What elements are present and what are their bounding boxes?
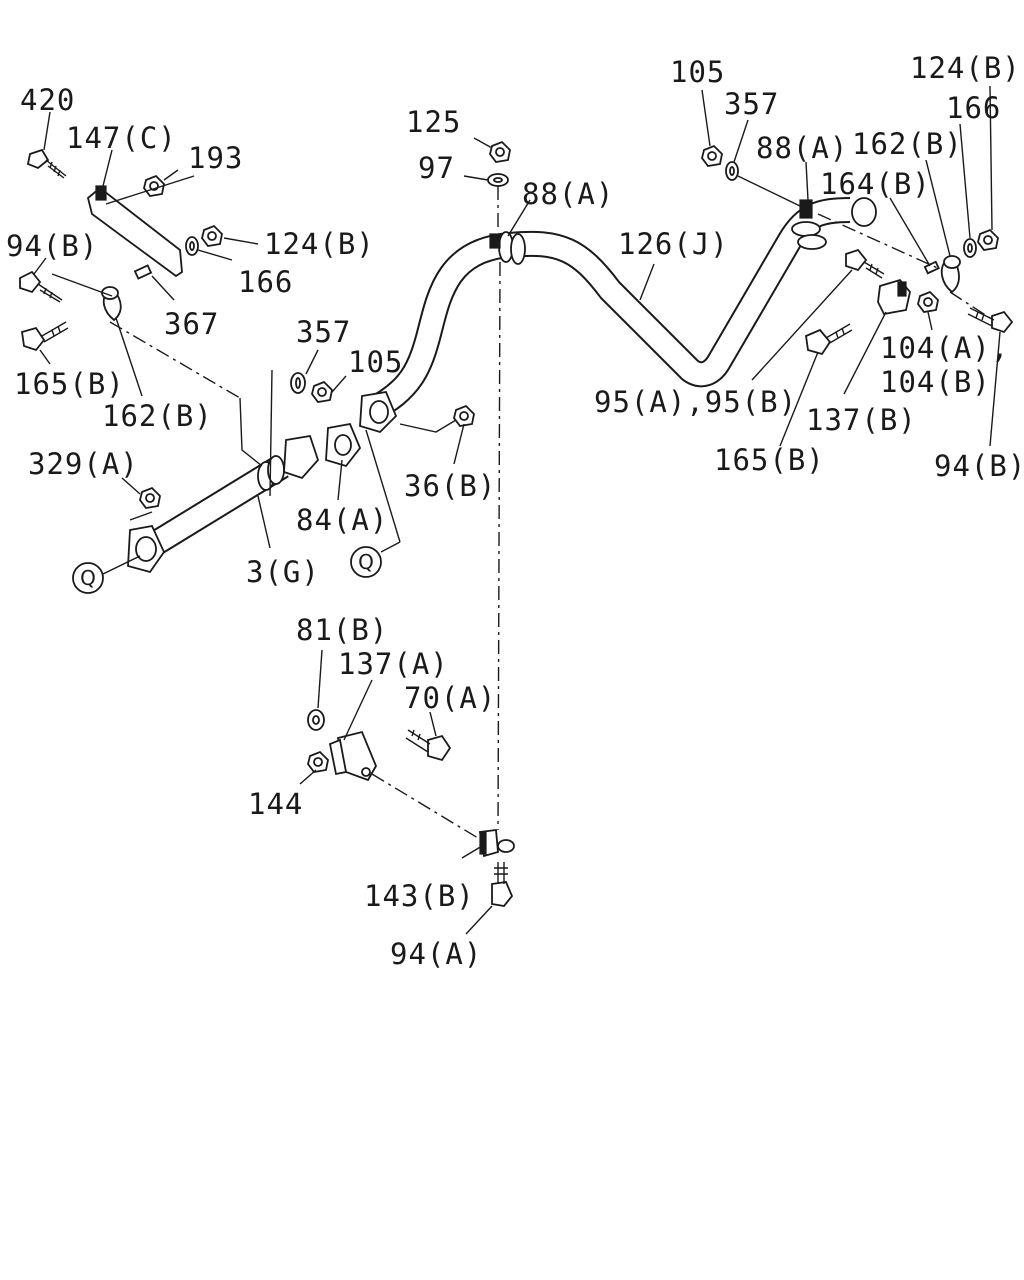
label-357-mid: 357 xyxy=(296,315,351,349)
label-70a: 70(A) xyxy=(404,681,496,715)
label-104a: 104(A), xyxy=(880,331,1009,365)
bolt-94b-right xyxy=(967,307,1014,334)
label-105-mid: 105 xyxy=(348,345,403,379)
label-81b: 81(B) xyxy=(296,613,388,647)
label-166-left: 166 xyxy=(238,265,293,299)
label-88a-mid: 88(A) xyxy=(522,177,614,211)
bracket-137b xyxy=(877,278,911,316)
nut-104 xyxy=(917,290,939,313)
label-36b: 36(B) xyxy=(404,469,496,503)
label-84a: 84(A) xyxy=(296,503,388,537)
hanger-162b-left xyxy=(101,286,122,322)
label-124b-right: 124(B) xyxy=(910,51,1021,85)
pin-367 xyxy=(133,264,153,280)
washer-81b xyxy=(307,709,325,731)
connector-q-right: Q xyxy=(350,541,401,578)
label-97: 97 xyxy=(418,151,455,185)
label-162b-left: 162(B) xyxy=(102,399,213,433)
pipe-3g xyxy=(127,434,320,574)
label-166-right: 166 xyxy=(946,91,1001,125)
label-143b: 143(B) xyxy=(364,879,475,913)
part-labels: 420 147(C) 193 124(B) 166 94(B) 367 165(… xyxy=(6,51,1024,971)
label-137b: 137(B) xyxy=(806,403,917,437)
bolt-420 xyxy=(26,148,67,179)
label-95a-95b: 95(A),95(B) xyxy=(594,385,797,419)
label-105-right: 105 xyxy=(670,55,725,89)
hanger-162b-right xyxy=(940,255,961,294)
nut-124b-left xyxy=(185,224,223,256)
nut-329a xyxy=(139,486,161,509)
nut-125 xyxy=(489,140,511,163)
label-3g: 3(G) xyxy=(246,555,320,589)
label-357-right: 357 xyxy=(724,87,779,121)
pin-164b xyxy=(923,260,940,275)
label-124b-left: 124(B) xyxy=(264,227,375,261)
nut-144 xyxy=(307,750,329,773)
label-88a-right: 88(A) xyxy=(756,131,848,165)
nut-105-mid xyxy=(311,380,333,403)
label-420: 420 xyxy=(20,83,75,117)
svg-text:Q: Q xyxy=(358,550,374,574)
assembly-chain-lines xyxy=(109,186,991,839)
washer-357-right xyxy=(725,161,739,181)
label-94b-right: 94(B) xyxy=(934,449,1024,483)
svg-text:Q: Q xyxy=(80,566,96,590)
nut-36b xyxy=(453,404,475,427)
label-144: 144 xyxy=(248,787,303,821)
bracket-147c xyxy=(86,185,183,278)
label-147c: 147(C) xyxy=(66,121,177,155)
bolt-95-right xyxy=(845,248,885,279)
bracket-137a xyxy=(328,730,377,782)
bolt-70a xyxy=(405,729,452,762)
label-164b: 164(B) xyxy=(820,167,931,201)
clamp-88a-right xyxy=(799,199,813,219)
connector-q-left: Q xyxy=(72,555,141,594)
label-367: 367 xyxy=(164,307,219,341)
label-125: 125 xyxy=(406,105,461,139)
label-162b-right: 162(B) xyxy=(852,127,963,161)
label-165b-right: 165(B) xyxy=(714,443,825,477)
label-165b-left: 165(B) xyxy=(14,367,125,401)
bolt-165b-right xyxy=(805,323,853,356)
label-329a: 329(A) xyxy=(28,447,139,481)
label-126j: 126(J) xyxy=(618,227,729,261)
label-193: 193 xyxy=(188,141,243,175)
nut-105-right xyxy=(701,144,723,167)
label-104b: 104(B) xyxy=(880,365,991,399)
label-94b-left: 94(B) xyxy=(6,229,98,263)
label-137a: 137(A) xyxy=(338,647,449,681)
clip-143b xyxy=(478,828,515,858)
bolt-94a xyxy=(491,862,514,907)
pipe-126j xyxy=(365,197,877,422)
flange-front xyxy=(359,390,398,434)
washer-357-mid xyxy=(290,372,306,394)
label-94a: 94(A) xyxy=(390,937,482,971)
gasket-84a xyxy=(325,422,362,468)
bolt-165b-left xyxy=(20,321,69,352)
bolt-94b-left xyxy=(19,270,63,303)
washer-166-right xyxy=(963,238,977,258)
leader-lines xyxy=(33,85,1001,935)
clamp-88a-mid xyxy=(489,233,501,249)
nut-124b-right xyxy=(977,228,999,251)
